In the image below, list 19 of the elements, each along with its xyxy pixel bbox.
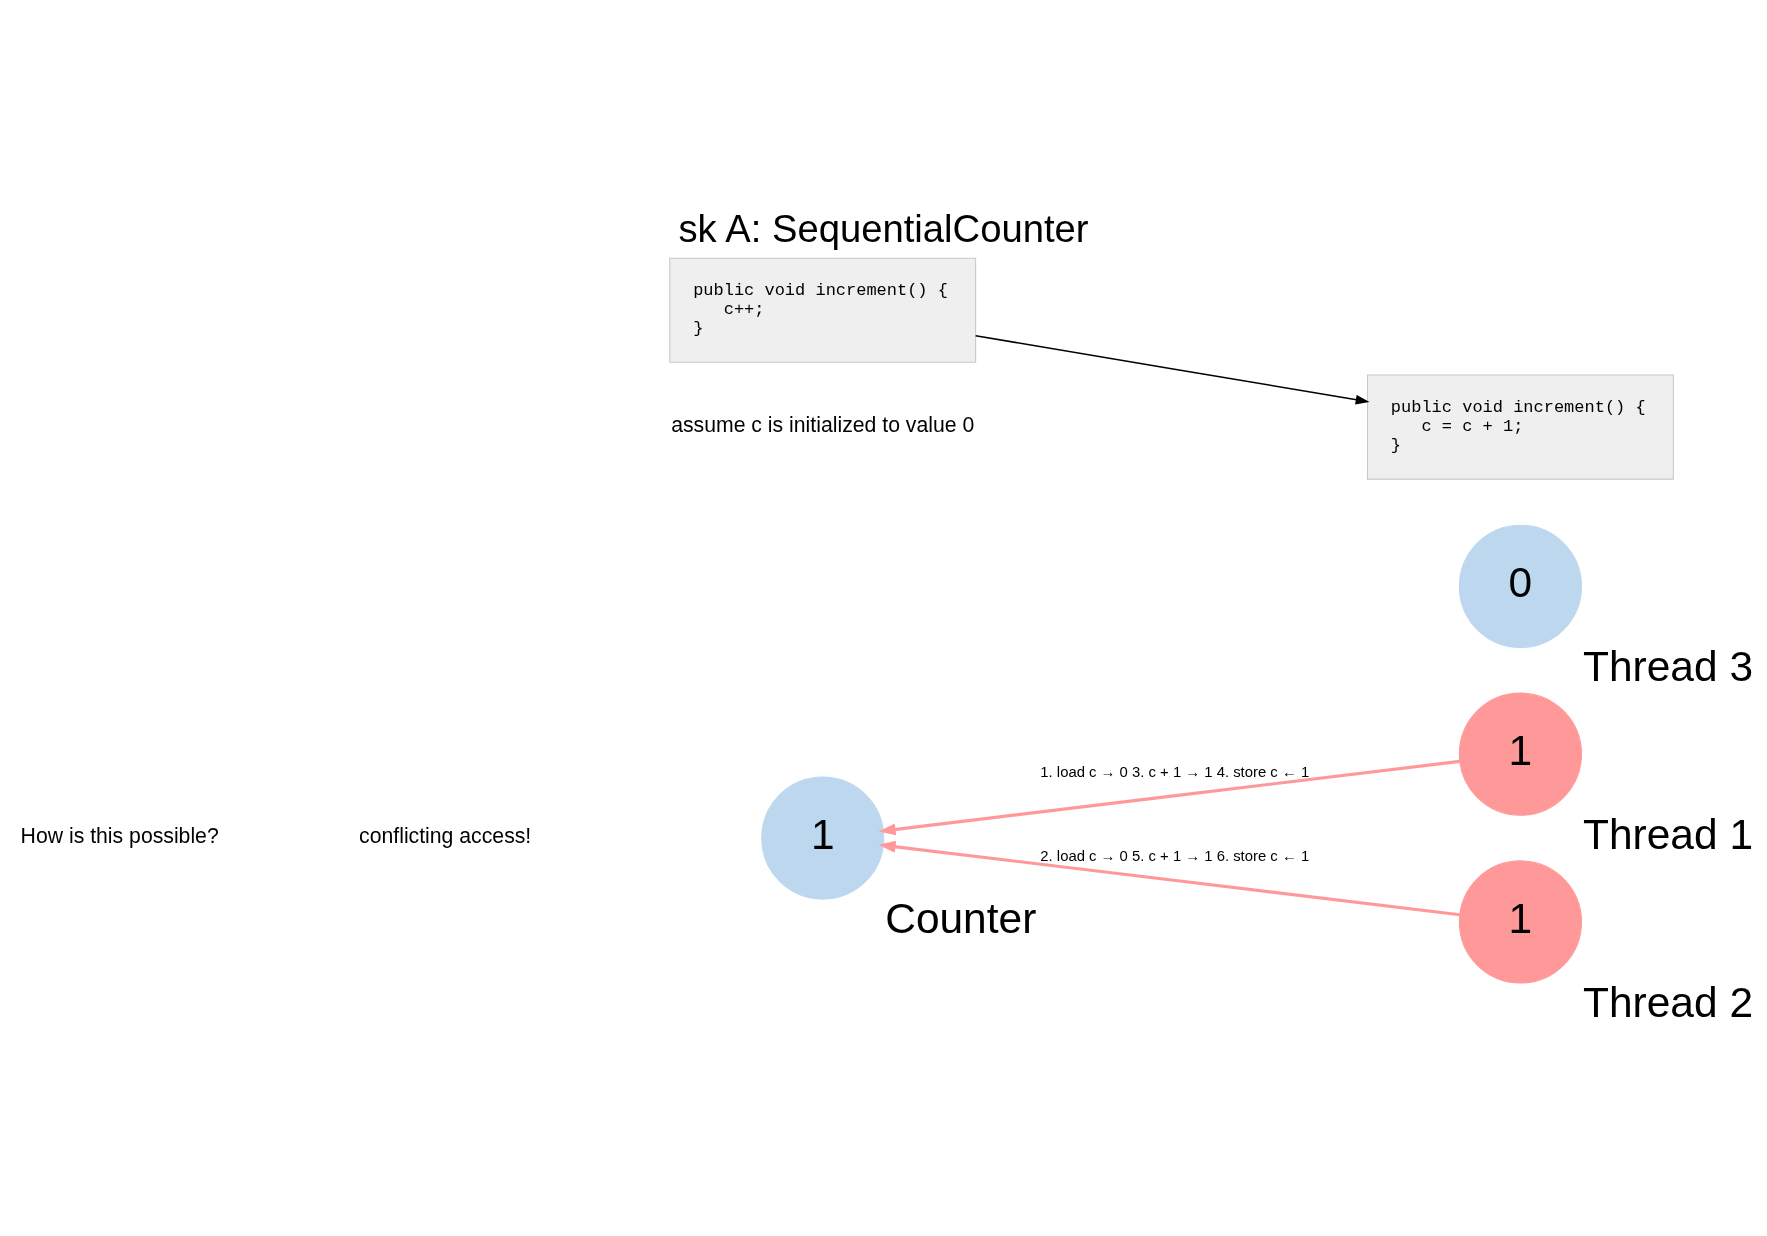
edge-label: 1. load c → 0 3. c + 1 → 1 4. store c ← 1 — [1040, 763, 1310, 780]
node-label: Thread 2 — [1583, 978, 1754, 1026]
arrow — [878, 840, 1460, 916]
node-label: Counter — [885, 894, 1037, 942]
node-circle: 1 — [1458, 859, 1582, 984]
node-circle: 1 — [1458, 692, 1582, 816]
node-box: public void increment() { c++; } — [669, 257, 977, 363]
diagram-title: sk A: SequentialCounter — [678, 206, 1089, 250]
label: How is this possible? — [20, 823, 219, 847]
node-circle: 1 — [761, 775, 885, 900]
label: conflicting access! — [359, 823, 532, 847]
node-box: public void increment() { c = c + 1; } — [1366, 374, 1674, 480]
arrow — [974, 334, 1370, 404]
node-label: Thread 1 — [1583, 810, 1754, 858]
label: assume c is initialized to value 0 — [671, 412, 975, 436]
node-circle: 0 — [1458, 524, 1582, 648]
arrow — [878, 759, 1460, 835]
edge-label: 2. load c → 0 5. c + 1 → 1 6. store c ← 1 — [1040, 847, 1310, 864]
node-label: Thread 3 — [1583, 642, 1754, 690]
